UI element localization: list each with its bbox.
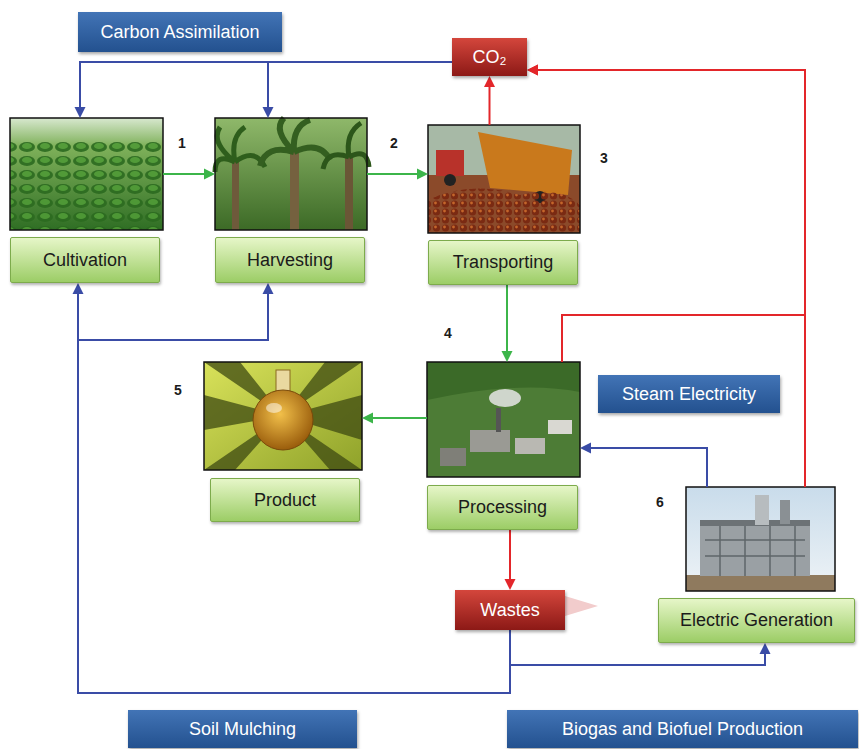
flow-box: CO₂ — [452, 38, 527, 76]
band-text: Carbon Assimilation — [100, 22, 259, 43]
stage-label-box: Electric Generation — [658, 598, 855, 643]
harvesting-photo — [215, 118, 369, 230]
stage-label-box: Harvesting — [215, 237, 365, 283]
connector-line — [163, 173, 206, 175]
band-text: Steam Electricity — [622, 384, 756, 405]
arrow-head — [362, 413, 373, 424]
arrow-head — [527, 65, 538, 76]
flow-connector — [527, 65, 805, 363]
arrow-head — [505, 579, 516, 590]
arrow-head — [73, 283, 84, 294]
connector-line — [489, 85, 491, 125]
callout-number: 3 — [600, 150, 608, 166]
stage-label-box: Product — [210, 478, 360, 522]
arrow-head — [204, 169, 215, 180]
connector-line — [589, 448, 707, 487]
arrow-head — [502, 351, 513, 362]
power-plant-photo — [686, 487, 835, 591]
callout-number: 6 — [656, 494, 664, 510]
stage-node: Electric Generation — [658, 487, 855, 643]
arrow-head — [263, 283, 274, 294]
arrow-head — [580, 443, 591, 454]
stage-label: Electric Generation — [680, 610, 833, 631]
connector-line — [80, 62, 452, 109]
callout-number: 5 — [174, 382, 182, 398]
cultivation-photo — [10, 118, 163, 230]
arrow-head — [484, 76, 495, 87]
stage-label: Processing — [458, 497, 547, 518]
caption-band: Steam Electricity — [598, 375, 780, 413]
arrow-head — [263, 107, 274, 118]
stage-label: Harvesting — [247, 250, 333, 271]
processing-photo — [427, 362, 580, 477]
flow-connector — [75, 62, 453, 118]
flow-connector — [163, 169, 215, 180]
stage-node: Harvesting — [215, 118, 367, 283]
flow-box: Wastes — [455, 590, 565, 630]
flow-connector — [362, 413, 427, 424]
caption-band: Carbon Assimilation — [78, 12, 282, 52]
stage-label: Transporting — [453, 252, 553, 273]
flow-connector — [580, 443, 707, 488]
flow-connector — [505, 530, 516, 590]
arrow-head — [527, 65, 538, 76]
flow-text: Wastes — [480, 600, 539, 621]
flow-connector — [263, 62, 453, 118]
connector-line — [506, 285, 508, 353]
connector-line — [371, 417, 427, 419]
flow-text: CO₂ — [473, 47, 507, 68]
caption-band: Soil Mulching — [128, 710, 357, 748]
band-text: Soil Mulching — [189, 719, 296, 740]
flow-connector — [367, 169, 428, 180]
caption-band: Biogas and Biofuel Production — [507, 710, 858, 748]
stage-node: Cultivation — [10, 118, 163, 283]
connector-line — [509, 530, 511, 581]
stage-node: Processing — [427, 362, 580, 530]
product-photo — [204, 362, 362, 470]
arrow-head — [75, 107, 86, 118]
connector-line — [367, 173, 419, 175]
arrow-head — [417, 169, 428, 180]
stage-label-box: Cultivation — [10, 237, 160, 283]
flow-connector — [484, 76, 495, 125]
stage-label-box: Processing — [427, 485, 578, 530]
wastes-tail — [565, 596, 598, 616]
stage-label: Cultivation — [43, 250, 127, 271]
connector-line — [536, 70, 805, 362]
callout-number: 2 — [390, 135, 398, 151]
arrow-head — [760, 643, 771, 654]
stage-label: Product — [254, 490, 316, 511]
band-text: Biogas and Biofuel Production — [562, 719, 803, 740]
stage-node: Transporting — [428, 125, 580, 285]
stage-label-box: Transporting — [428, 240, 578, 285]
callout-number: 4 — [444, 325, 452, 341]
flow-connector — [502, 285, 513, 362]
stage-node: Product — [204, 362, 362, 522]
connector-line — [268, 62, 452, 109]
transporting-photo — [428, 125, 580, 233]
callout-number: 1 — [178, 135, 186, 151]
